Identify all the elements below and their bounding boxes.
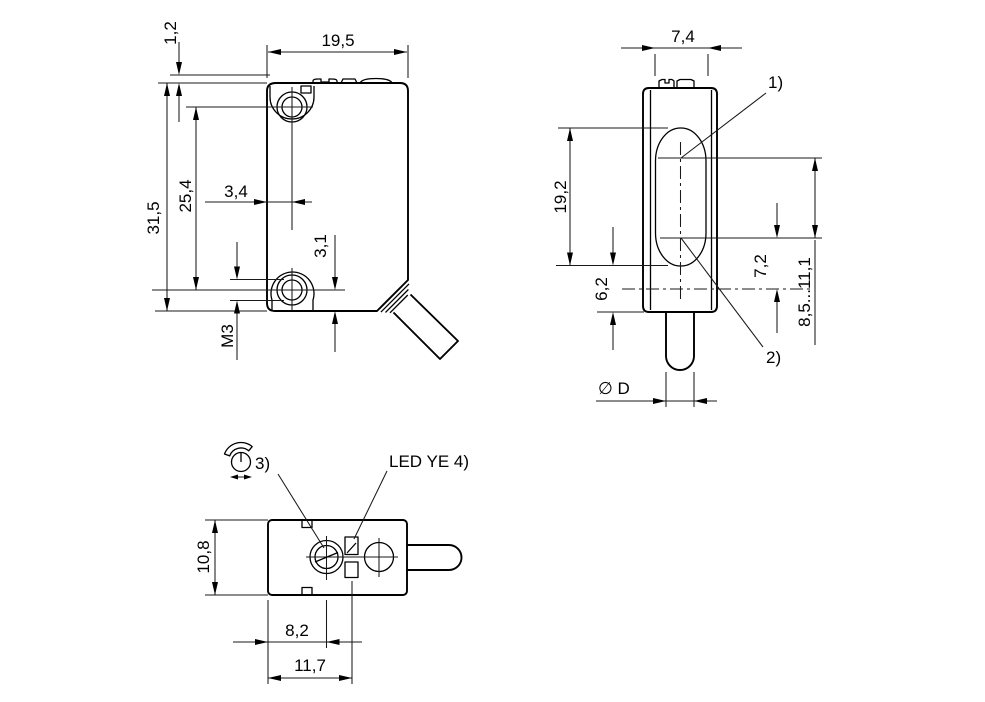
round-boss (360, 538, 398, 577)
led-window-upper (344, 536, 359, 556)
dim-text-thread: M3 (218, 324, 237, 348)
side-view (622, 78, 822, 371)
bottom-view (267, 519, 463, 596)
dim-text-hole-offset-x: 3,4 (224, 182, 248, 201)
callout-2-text: 2) (766, 348, 781, 367)
led-window-lower (344, 561, 359, 579)
callout-emitter: 1) (680, 73, 783, 159)
dim-side-width: 7,4 (621, 27, 742, 76)
dim-text-front-width: 19,5 (321, 31, 354, 50)
dim-hole-spacing: 25,4 (176, 107, 199, 290)
potentiometer (306, 536, 368, 580)
dim-text-hole-offset-y: 3,1 (311, 234, 330, 258)
side-body-outline (642, 87, 718, 313)
dim-receiver-axis: 7,2 (751, 203, 780, 333)
dim-text-led-offset: 11,7 (294, 656, 326, 675)
bottom-cable (407, 544, 463, 571)
side-led-cap (676, 78, 695, 88)
dim-text-side-width: 7,4 (671, 27, 695, 46)
dim-text-window-height: 19,2 (551, 180, 570, 213)
front-body-outline (266, 82, 409, 312)
dim-text-bump-height: 1,2 (161, 21, 180, 45)
callout-receiver: 2) (680, 237, 781, 367)
dim-text-cable-diameter: ∅ D (598, 379, 630, 398)
dim-text-receiver-axis: 7,2 (751, 254, 770, 278)
callout-knob: 3) (255, 454, 325, 549)
dim-text-front-height: 31,5 (144, 201, 163, 234)
dim-front-height: 31,5 (144, 83, 267, 312)
led-label-text: LED YE 4) (389, 452, 469, 471)
led-window-mark (346, 542, 357, 554)
strain-relief-ridges (380, 283, 410, 314)
led-windows (344, 536, 359, 579)
dim-text-emitter-range: 8,5...11,1 (795, 257, 814, 327)
front-top-tab (300, 85, 312, 94)
dim-hole-offset-y: 3,1 (311, 234, 338, 352)
dim-led-offset: 11,7 (268, 656, 352, 681)
callout-2-leader (680, 237, 764, 348)
dim-cable-diameter: ∅ D (596, 372, 717, 407)
side-pot-cap (658, 78, 675, 88)
dim-text-hole-spacing: 25,4 (176, 179, 195, 212)
dim-front-width: 19,5 (266, 31, 409, 78)
adjustment-knob-icon (223, 441, 253, 480)
dim-thread: M3 (218, 242, 284, 360)
dim-bottom-height: 10,8 (194, 519, 268, 596)
callout-4-leader (353, 470, 388, 540)
bottom-tab-bottom (301, 586, 313, 596)
callout-1-leader (680, 92, 767, 159)
front-led-cap (340, 78, 358, 84)
callout-led: LED YE 4) (353, 452, 469, 540)
dim-pot-offset: 8,2 (233, 581, 362, 684)
dim-emitter-range: 8,5...11,1 (795, 158, 818, 345)
front-cable (392, 293, 459, 360)
dim-window-bottom: 6,2 (592, 227, 644, 350)
callout-3-text: 3) (255, 454, 270, 473)
rotation-arc-icon (223, 441, 253, 457)
dim-bump-height: 1,2 (158, 21, 270, 122)
dim-text-bottom-height: 10,8 (194, 540, 213, 573)
front-view (152, 77, 459, 360)
callout-3-leader (277, 473, 325, 549)
bottom-body-outline (267, 519, 408, 596)
dim-window-height: 19,2 (551, 127, 668, 267)
front-pot-cap (312, 78, 338, 83)
dim-hole-offset-x: 3,4 (205, 182, 312, 205)
front-dome-cap (359, 77, 393, 84)
callout-1-text: 1) (768, 73, 783, 92)
dim-text-pot-offset: 8,2 (285, 621, 309, 640)
side-cable (665, 312, 695, 371)
dim-text-window-bottom: 6,2 (592, 277, 611, 301)
pot-slot (314, 551, 339, 563)
